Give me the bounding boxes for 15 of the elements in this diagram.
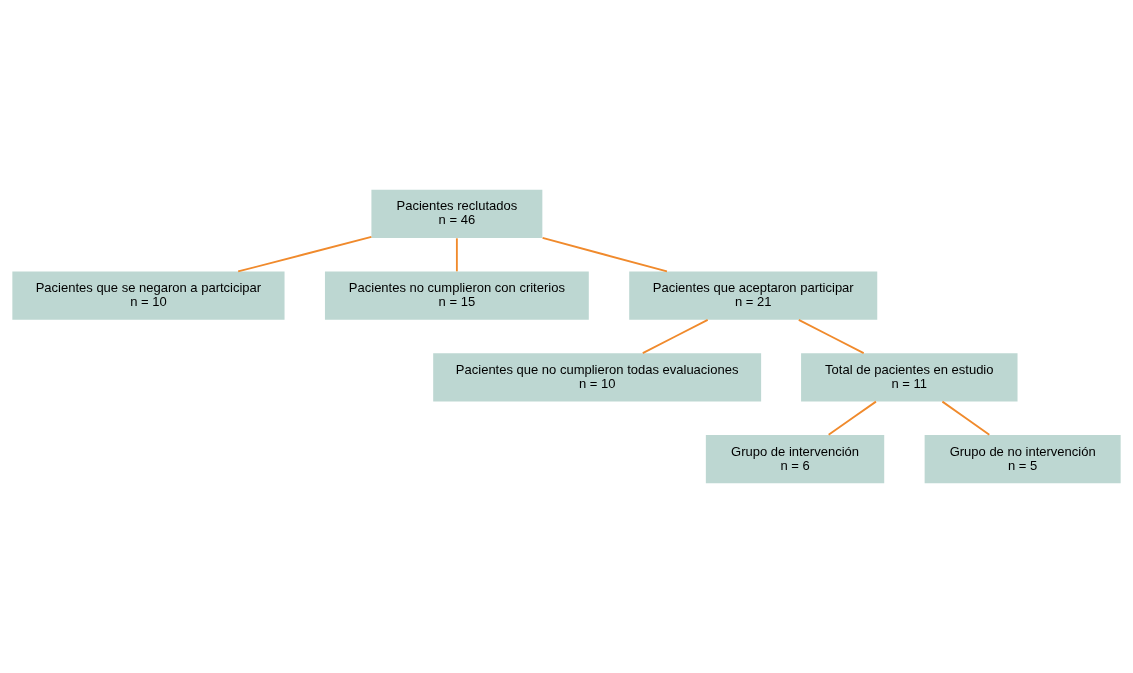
node-box: Grupo de no intervención n = 5 [924,435,1121,484]
connector [641,318,709,354]
node-box: Pacientes reclutados n = 46 [371,189,543,238]
connector [827,400,877,436]
connector [541,236,668,273]
node-box: Total de pacientes en estudio n = 11 [801,353,1018,402]
node-box: Pacientes no cumplieron con criterios n = 15 [324,271,589,320]
connector [941,400,991,436]
connector [455,237,458,273]
node-box: Pacientes que aceptaron participar n = 21 [629,271,878,320]
node-box: Pacientes que no cumplieron todas evaluaciones n = 10 [433,353,762,402]
connector [797,318,865,354]
node-box: Grupo de intervención n = 6 [705,435,885,484]
node-box: Pacientes que se negaron a partcicipar n = 10 [12,271,285,320]
connector [237,236,373,273]
